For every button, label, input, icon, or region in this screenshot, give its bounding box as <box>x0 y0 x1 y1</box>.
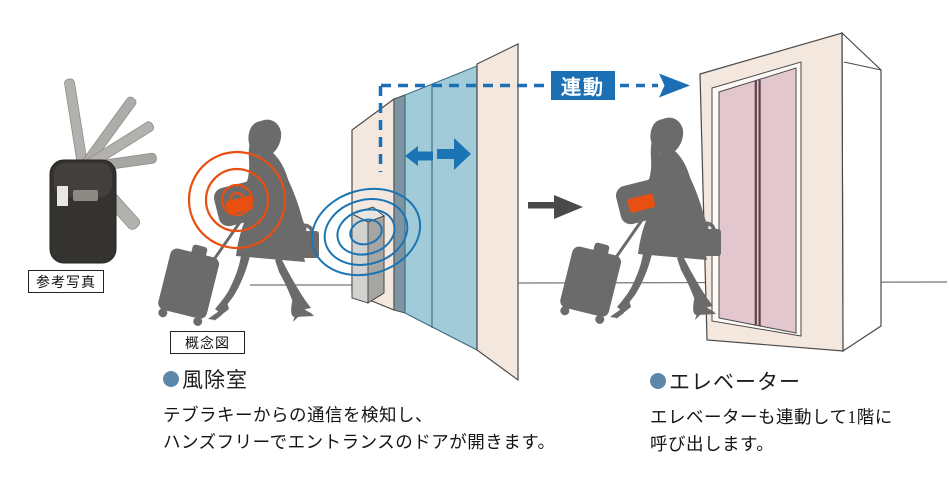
circle-bullet-icon <box>163 371 179 387</box>
linkage-label: 連動 <box>551 71 615 100</box>
sensor-detection-waves <box>310 187 422 277</box>
elevator-description-line: 呼び出します。 <box>650 434 775 454</box>
walking-woman-silhouette-elevator <box>557 118 721 326</box>
door-frame-strip <box>393 94 406 314</box>
elevator-description-line: エレベーターも連動して1階に <box>650 407 893 427</box>
scene-transfer-arrow <box>528 195 583 219</box>
elevator-section: エレベーター エレベーターも連動して1階に 呼び出します。 <box>650 366 940 458</box>
key-fob-photo <box>49 78 157 264</box>
walking-woman-silhouette-entrance <box>155 120 319 328</box>
elevator-side-wall <box>841 31 882 353</box>
vestibule-section-title: 風除室 <box>182 368 248 392</box>
elevator-doors <box>718 67 797 334</box>
entrance-scene <box>155 43 519 382</box>
key-signal-waves <box>187 150 287 250</box>
vestibule-section-body: テブラキーからの通信を検知し、 ハンズフリーでエントランスのドアが開きます。 <box>163 402 583 456</box>
elevator-section-title: エレベーター <box>669 370 801 394</box>
elevator-section-header: エレベーター <box>650 366 940 396</box>
entrance-wall-right <box>476 43 519 382</box>
elevator-section-body: エレベーターも連動して1階に 呼び出します。 <box>650 404 940 458</box>
vestibule-section-header: 風除室 <box>163 364 583 394</box>
vestibule-section: 風除室 テブラキーからの通信を検知し、 ハンズフリーでエントランスのドアが開きま… <box>163 364 583 456</box>
vestibule-description-line: テブラキーからの通信を検知し、 <box>163 405 433 425</box>
linkage-arrowhead <box>659 73 690 98</box>
linkage-dashed-arrow <box>378 73 690 172</box>
vestibule-description-line: ハンズフリーでエントランスのドアが開きます。 <box>163 432 556 452</box>
reference-photo-caption: 参考写真 <box>28 270 104 293</box>
circle-bullet-icon <box>650 373 666 389</box>
door-open-right-arrow <box>437 138 471 170</box>
conceptual-diagram-caption: 概念図 <box>170 331 245 354</box>
key-fob-device <box>49 159 117 264</box>
door-open-left-arrow <box>405 146 433 166</box>
elevator-scene <box>517 31 948 353</box>
